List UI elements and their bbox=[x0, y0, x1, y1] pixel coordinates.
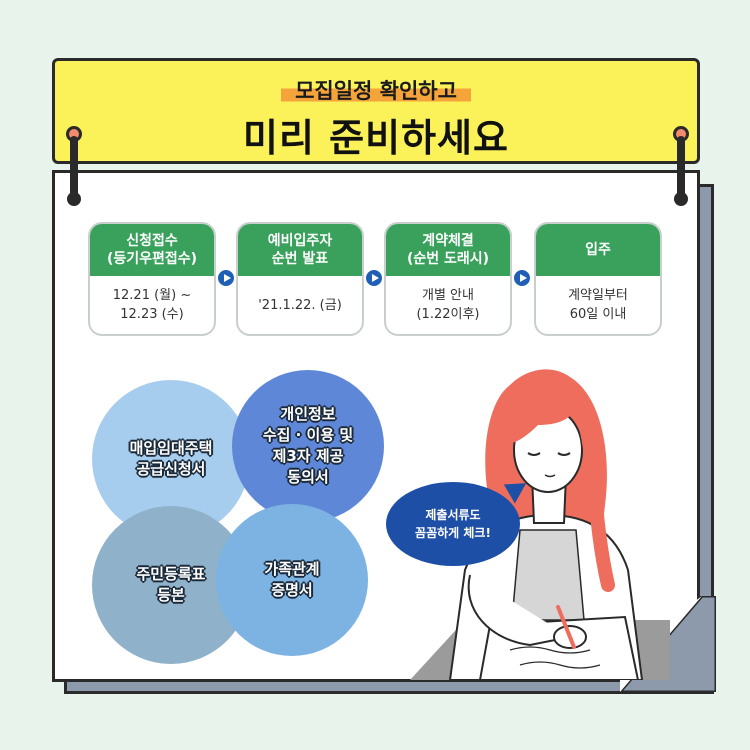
header-subtitle: 모집일정 확인하고 bbox=[281, 75, 471, 105]
arrow-right-icon bbox=[512, 268, 532, 288]
step-detail: 개별 안내 (1.22이후) bbox=[416, 288, 480, 322]
ring-foot-left bbox=[67, 192, 81, 206]
ring-foot-right bbox=[674, 192, 688, 206]
step-title: 신청접수 (등기우편접수) bbox=[90, 224, 214, 276]
woman-writing-illustration bbox=[410, 369, 670, 680]
step-detail: 12.21 (월) ~ 12.23 (수) bbox=[112, 288, 192, 322]
step-contract: 계약체결 (순번 도래시) 개별 안내 (1.22이후) bbox=[384, 222, 512, 336]
step-title: 예비입주자 순번 발표 bbox=[238, 224, 362, 276]
step-title: 계약체결 (순번 도래시) bbox=[386, 224, 510, 276]
step-announcement: 예비입주자 순번 발표 '21.1.22. (금) bbox=[236, 222, 364, 336]
doc-family-relation: 가족관계 증명서 bbox=[216, 504, 368, 656]
step-application: 신청접수 (등기우편접수) 12.21 (월) ~ 12.23 (수) bbox=[88, 222, 216, 336]
step-title: 입주 bbox=[536, 224, 660, 276]
step-move-in: 입주 계약일부터 60일 이내 bbox=[534, 222, 662, 336]
speech-bubble: 제출서류도 꼼꼼하게 체크! bbox=[386, 482, 520, 566]
header-banner: 모집일정 확인하고 미리 준비하세요 bbox=[52, 58, 700, 164]
arrow-right-icon bbox=[364, 268, 384, 288]
header-title: 미리 준비하세요 bbox=[243, 116, 509, 160]
doc-privacy-consent: 개인정보 수집 · 이용 및 제3자 제공 동의서 bbox=[232, 370, 384, 522]
step-detail: 계약일부터 60일 이내 bbox=[568, 288, 628, 322]
ring-right bbox=[677, 136, 685, 198]
arrow-right-icon bbox=[216, 268, 236, 288]
ring-left bbox=[70, 136, 78, 198]
step-detail: '21.1.22. (금) bbox=[258, 297, 342, 313]
